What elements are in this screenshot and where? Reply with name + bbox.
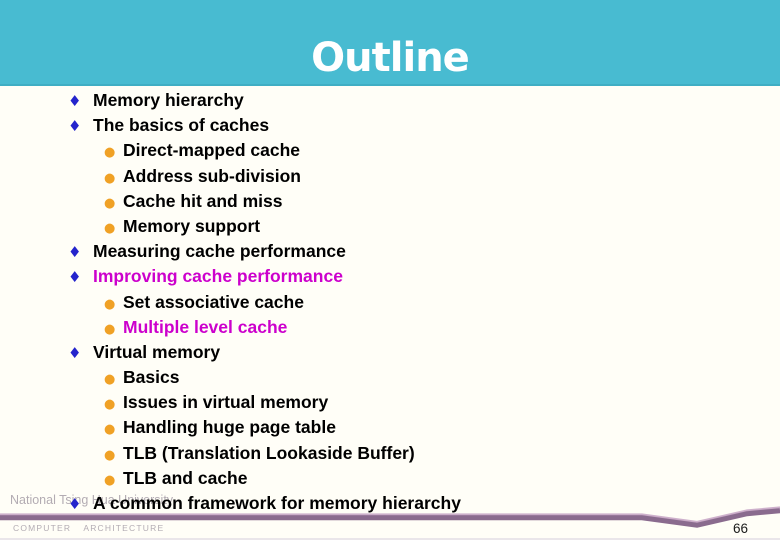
list-item-label: Handling huge page table: [123, 417, 336, 438]
bullet-circle-icon: ●: [104, 170, 116, 186]
bullet-circle-icon: ●: [104, 472, 116, 488]
watermark-university-label: National Tsing Hua University: [10, 493, 174, 507]
list-item: ♦ A common framework for memory hierarchy: [0, 491, 780, 516]
list-item-label: Multiple level cache: [123, 316, 288, 337]
list-item-label: Issues in virtual memory: [123, 392, 329, 413]
list-item: ● Set associative cache: [0, 290, 780, 315]
title-banner: Outline: [0, 0, 780, 86]
list-item: ♦ Virtual memory: [0, 340, 780, 365]
bullet-diamond-icon: ♦: [68, 92, 82, 110]
bullet-diamond-icon: ♦: [68, 495, 82, 513]
watermark-department-label: COMPUTER ARCHITECTURE: [13, 523, 165, 533]
list-item-label: Improving cache performance: [93, 266, 343, 287]
list-item: ♦ Memory hierarchy: [0, 88, 780, 113]
bullet-circle-icon: ●: [104, 195, 116, 211]
bullet-circle-icon: ●: [104, 321, 116, 337]
list-item: ● Address sub-division: [0, 164, 780, 189]
bullet-circle-icon: ●: [104, 397, 116, 413]
list-item-label: A common framework for memory hierarchy: [93, 493, 461, 513]
list-item-label: Direct-mapped cache: [123, 140, 301, 161]
list-item: ● Memory support: [0, 214, 780, 239]
list-item: ● Issues in virtual memory: [0, 390, 780, 415]
page-number: 66: [733, 521, 749, 536]
list-item: ● TLB (Translation Lookaside Buffer): [0, 441, 780, 466]
list-item-label: Virtual memory: [93, 341, 221, 362]
list-item: ● TLB and cache: [0, 466, 780, 491]
list-item: ♦ Improving cache performance: [0, 264, 780, 289]
list-item-label: Set associative cache: [123, 291, 304, 312]
list-item-label: Measuring cache performance: [93, 241, 346, 262]
slide-title: Outline: [311, 35, 470, 81]
bullet-circle-icon: ●: [104, 145, 116, 161]
list-item-label: Address sub-division: [123, 165, 301, 186]
list-item: ♦ Measuring cache performance: [0, 239, 780, 264]
bullet-circle-icon: ●: [104, 372, 116, 388]
outline-list: ♦ Memory hierarchy ♦ The basics of caches ● D…: [0, 88, 780, 516]
bullet-circle-icon: ●: [104, 447, 116, 463]
bullet-circle-icon: ●: [104, 422, 116, 438]
list-item: ● Direct-mapped cache: [0, 138, 780, 163]
list-item-label: TLB and cache: [123, 467, 248, 488]
bullet-diamond-icon: ♦: [68, 243, 82, 262]
list-item: ♦ The basics of caches: [0, 113, 780, 138]
bullet-diamond-icon: ♦: [68, 117, 82, 136]
list-item: ● Basics: [0, 365, 780, 390]
bullet-circle-icon: ●: [104, 296, 116, 312]
footer-swoosh-line: [0, 506, 780, 528]
bullet-diamond-icon: ♦: [68, 343, 82, 362]
list-item: ● Handling huge page table: [0, 415, 780, 440]
list-item-label: Basics: [123, 367, 180, 388]
list-item-label: The basics of caches: [93, 115, 270, 136]
list-item-label: Cache hit and miss: [123, 190, 283, 211]
bullet-circle-icon: ●: [104, 220, 116, 236]
list-item: ● Multiple level cache: [0, 315, 780, 340]
list-item: ● Cache hit and miss: [0, 189, 780, 214]
list-item-label: Memory hierarchy: [93, 90, 244, 110]
list-item-label: Memory support: [123, 215, 261, 236]
list-item-label: TLB (Translation Lookaside Buffer): [123, 442, 415, 463]
bullet-diamond-icon: ♦: [68, 268, 82, 287]
